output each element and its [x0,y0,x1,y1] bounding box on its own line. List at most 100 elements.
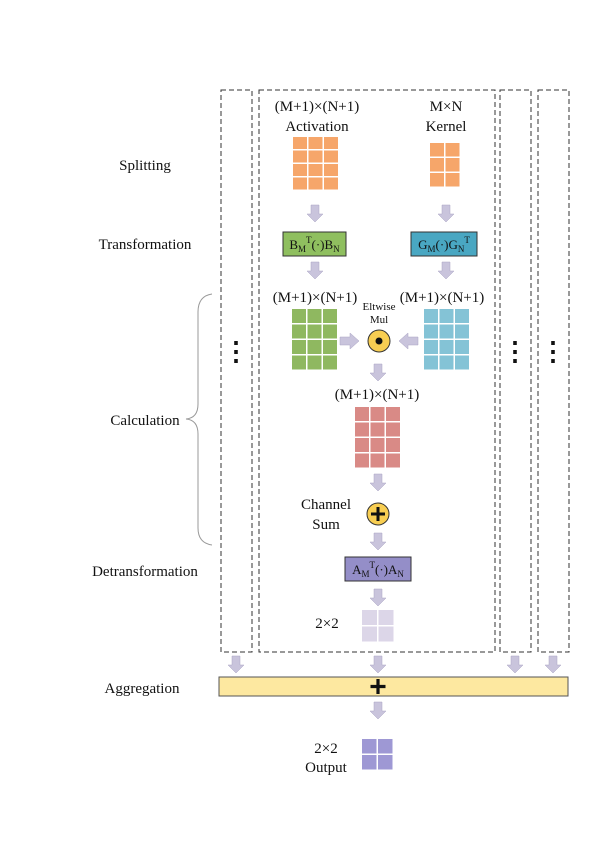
grid-cell [424,340,438,354]
partition-box-1 [220,89,253,653]
grid-cell [455,324,469,339]
ellipsis-4: ⋮ [540,337,566,366]
stage-label-calculation: Calculation [110,413,180,429]
a-transform-box: AMT(·)AN [344,556,412,582]
grid-cell [378,739,393,754]
activation-label: Activation [285,119,349,135]
activation-size-label: (M+1)×(N+1) [275,99,360,115]
output-label: Output [305,760,348,776]
grid-cell [293,137,307,149]
grid-cell [355,438,369,452]
activation-grid [293,137,338,190]
grid-cell [439,340,454,354]
down-arrow-icon [544,655,562,674]
grid-cell [307,340,322,354]
grid-cell [292,309,306,323]
stage-label-aggregation: Aggregation [105,681,180,697]
grid-cell [445,143,460,157]
grid-cell [324,177,338,190]
down-arrow-icon [369,473,387,492]
left-arrow-icon [398,332,419,350]
result-size-label: 2×2 [315,616,338,632]
stage-label-detransformation: Detransformation [92,564,198,580]
grid-cell [455,309,469,323]
eltwise-label-line2: Mul [370,314,388,326]
grid-cell [308,137,323,149]
grid-cell [424,309,438,323]
grid-cell [386,453,400,468]
channel-sum-operator [366,502,390,526]
ellipsis-1: ⋮ [223,337,249,366]
g-transform-formula: GM(·)GNT [418,235,470,254]
stage-label-transformation: Transformation [99,237,192,253]
down-arrow-icon [369,655,387,674]
grid-cell [323,355,337,370]
grid-cell [293,164,307,176]
kernel-grid [430,143,460,187]
aggregation-plus-icon [370,679,386,694]
channel-sum-label-line2: Sum [312,517,340,533]
grid-cell [439,324,454,339]
grid-cell [430,143,444,157]
down-arrow-icon [306,261,324,280]
grid-cell [308,164,323,176]
down-arrow-icon [437,204,455,223]
grid-cell [378,610,394,625]
grid-cell [455,355,469,370]
g-transform-box: GM(·)GNT [410,231,478,257]
grid-cell [323,340,337,354]
elementwise-product-grid [355,407,400,468]
grid-cell [455,340,469,354]
grid-cell [307,309,322,323]
grid-cell [324,137,338,149]
grid-cell [378,626,394,642]
eltwise-label-line1: Eltwise [363,301,396,313]
down-arrow-icon [227,655,245,674]
grid-cell [370,453,385,468]
grid-cell [355,422,369,437]
kernel-size-label: M×N [430,99,463,115]
down-arrow-icon [506,655,524,674]
calculation-bracket [185,293,213,546]
grid-cell [445,173,460,187]
output-grid [362,739,393,770]
grid-cell [378,755,393,770]
transformed-kernel-grid [424,309,469,370]
grid-cell [324,164,338,176]
grid-cell [293,177,307,190]
grid-cell [292,355,306,370]
partition-box-3 [499,89,532,653]
grid-cell [362,626,377,642]
detransformed-result-grid [362,610,394,642]
transformed-activation-size-label: (M+1)×(N+1) [273,290,358,306]
grid-cell [386,438,400,452]
down-arrow-icon [369,363,387,382]
grid-cell [439,355,454,370]
down-arrow-icon [369,588,387,607]
down-arrow-icon [369,701,387,720]
dot-icon [375,337,383,345]
product-size-label: (M+1)×(N+1) [335,387,420,403]
grid-cell [292,340,306,354]
grid-cell [292,324,306,339]
kernel-label: Kernel [426,119,467,135]
b-transform-formula: BMT(·)BN [289,235,340,254]
grid-cell [362,755,377,770]
ellipsis-3: ⋮ [502,337,528,366]
grid-cell [355,453,369,468]
eltwise-mul-operator [367,329,391,353]
grid-cell [439,309,454,323]
aggregation-bar [218,676,569,697]
grid-cell [430,158,444,172]
down-arrow-icon [306,204,324,223]
partition-box-4 [537,89,570,653]
a-transform-formula: AMT(·)AN [352,560,404,579]
down-arrow-icon [369,532,387,551]
channel-sum-label-line1: Channel [301,497,351,513]
grid-cell [424,324,438,339]
grid-cell [308,150,323,163]
stage-label-splitting: Splitting [119,158,171,174]
grid-cell [362,739,377,754]
grid-cell [386,407,400,421]
grid-cell [307,355,322,370]
